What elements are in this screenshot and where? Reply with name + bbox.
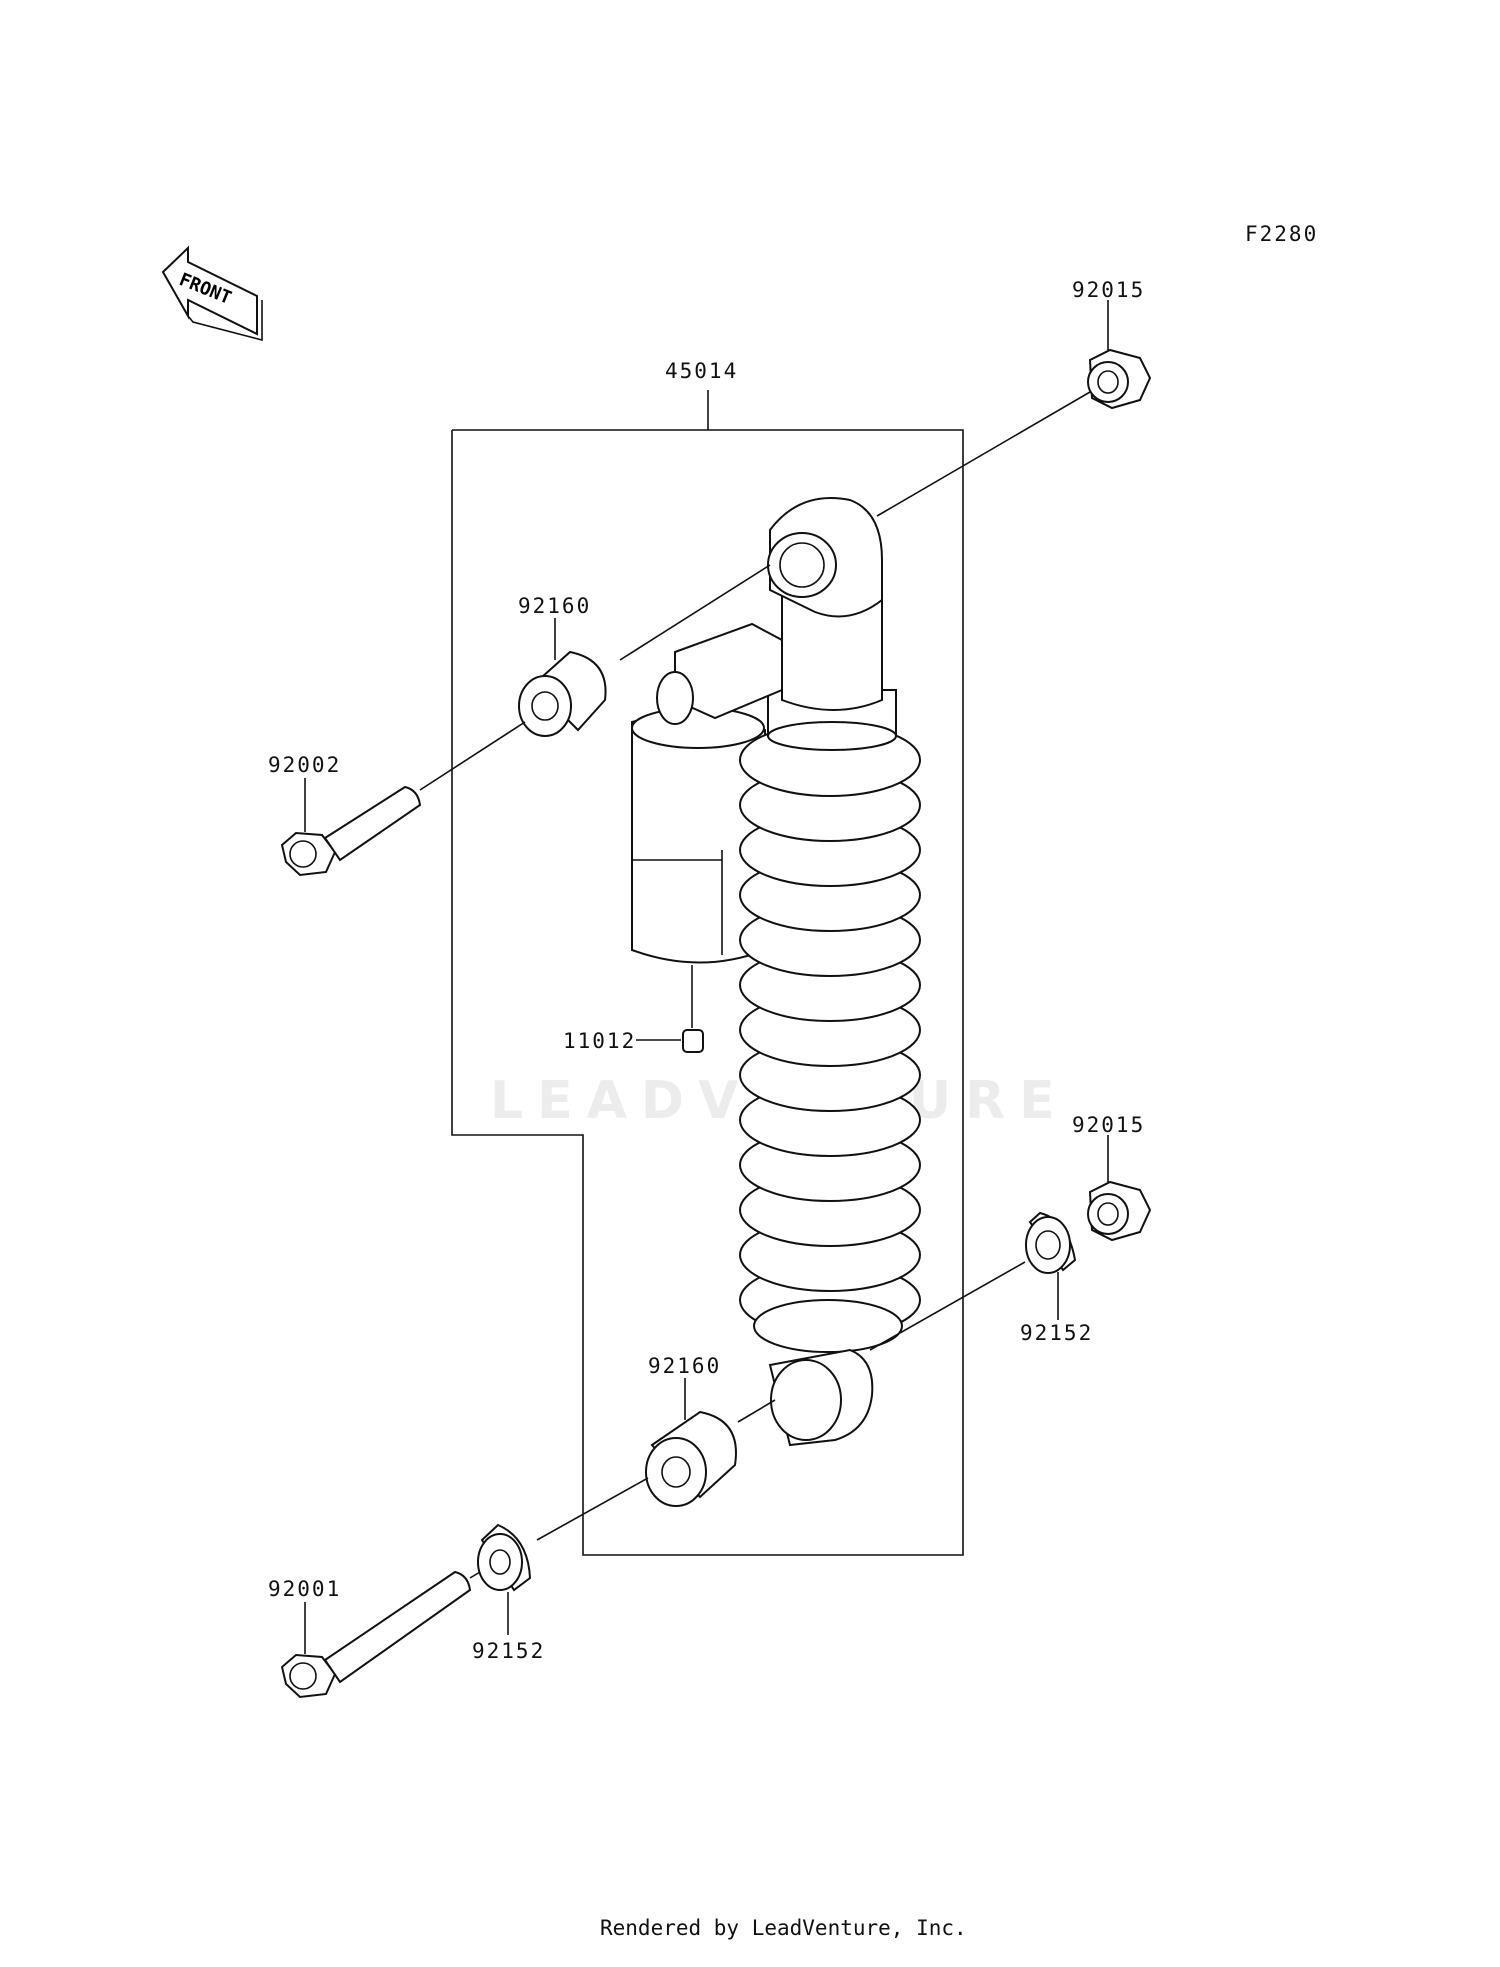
callout-92002: 92002: [268, 753, 341, 777]
shock-absorber-assembly[interactable]: [631, 497, 921, 1447]
callout-11012: 11012: [563, 1029, 636, 1053]
assembly-outline: [451, 390, 964, 1556]
callout-45014: 45014: [665, 359, 738, 383]
callout-92015-lower: 92015: [1072, 1113, 1145, 1137]
part-92002-upper-bolt[interactable]: 92002: [268, 721, 526, 877]
callout-92015-upper: 92015: [1072, 278, 1145, 302]
figure-code: F2280: [1245, 222, 1318, 246]
front-arrow-icon: FRONT: [161, 245, 263, 342]
callout-92001: 92001: [268, 1577, 341, 1601]
part-11012-cap[interactable]: 11012: [563, 965, 704, 1053]
reservoir-cap: [631, 707, 765, 749]
upper-body: [781, 589, 883, 711]
callout-92160-upper: 92160: [518, 594, 591, 618]
coil-spring: [739, 723, 921, 1337]
part-92152-right-washer[interactable]: 92152: [869, 1211, 1093, 1351]
part-92152-left-washer[interactable]: 92152: [472, 1477, 649, 1663]
callout-92152-left: 92152: [472, 1639, 545, 1663]
lower-spring-seat: [753, 1299, 903, 1353]
part-92001-lower-bolt[interactable]: 92001: [268, 1570, 481, 1699]
part-92160-lower-collar[interactable]: 92160: [645, 1354, 776, 1507]
part-92015-lower-nut[interactable]: 92015: [1072, 1113, 1152, 1242]
callout-92152-right: 92152: [1020, 1321, 1093, 1345]
part-92160-upper-collar[interactable]: 92160: [518, 564, 771, 737]
part-92015-upper-nut[interactable]: 92015: [876, 278, 1152, 517]
footer-credit: Rendered by LeadVenture, Inc.: [600, 1916, 967, 1940]
callout-92160-lower: 92160: [648, 1354, 721, 1378]
